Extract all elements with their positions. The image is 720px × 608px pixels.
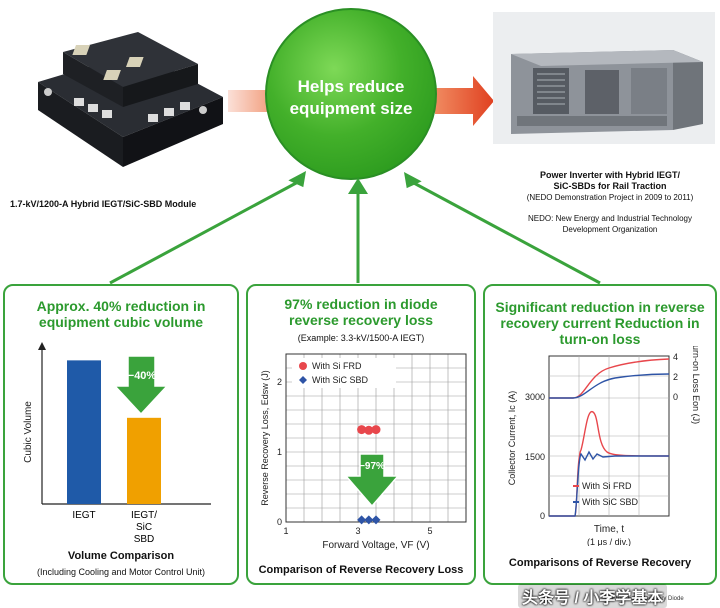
loss-xlabel: Forward Voltage, VF (V) [322, 540, 429, 551]
watermark: 头条号 / 小李学基本 [518, 584, 668, 608]
panel-volume: Approx. 40% reduction in equipment cubic… [3, 284, 239, 585]
volume-cat-iegt: IEGT [72, 510, 95, 521]
volume-subcaption: (Including Cooling and Motor Control Uni… [36, 567, 206, 577]
current-xunit: (1 μs / div.) [587, 537, 631, 546]
eon-tick-0: 0 [673, 392, 678, 402]
hub-text: Helps reduce equipment size [289, 77, 413, 118]
inverter-project: (NEDO Demonstration Project in 2009 to 2… [526, 193, 694, 202]
loss-ytick: 1 [277, 447, 282, 457]
eon-curve-sic [549, 373, 670, 399]
inverter-note: NEDO: New Energy and Industrial Technolo… [528, 214, 692, 234]
current-ylabel: Collector Current, Ic (A) [507, 391, 517, 486]
legend-si-marker [299, 362, 307, 370]
bar-iegt [67, 360, 101, 504]
current-tick-0: 0 [540, 511, 545, 521]
current-legend-sic: With SiC SBD [582, 497, 639, 507]
reduction-arrow-1 [113, 355, 169, 416]
point-si-frd [371, 425, 381, 435]
current-caption: Comparisons of Reverse Recovery [508, 557, 692, 569]
point-sic-sbd [371, 515, 381, 525]
eon-curve-si [549, 358, 670, 399]
current-legend-si: With Si FRD [582, 481, 632, 491]
volume-caption: Volume Comparison [67, 550, 175, 562]
eon-tick-2: 2 [673, 372, 678, 382]
footnote: FRD: Fast Recovery Diode [612, 596, 684, 602]
hub-circle: Helps reduce equipment size [265, 8, 437, 180]
point-sic-sbd [364, 515, 374, 525]
loss-xtick: 3 [355, 526, 360, 536]
panel-loss-example: (Example: 3.3-kV/1500-A IEGT) [297, 333, 425, 343]
current-curve-sic [549, 450, 669, 517]
current-tick-1500: 1500 [525, 452, 545, 462]
loss-reduction-label: −97% [359, 461, 385, 472]
loss-caption: Comparison of Reverse Recovery Loss [258, 564, 464, 576]
inverter-text: Power Inverter with Hybrid IEGT/ SiC-SBD… [505, 170, 715, 235]
current-xlabel: Time, t [594, 524, 624, 535]
loss-ytick: 0 [277, 517, 282, 527]
panel-current-title: Significant reduction in reverse recover… [495, 299, 705, 347]
current-chart: 3000 1500 0 4 2 0 Collector Current, Ic … [507, 346, 701, 546]
horizontal-arrows [228, 76, 494, 126]
loss-ytick: 2 [277, 377, 282, 387]
module-photo [18, 12, 228, 180]
point-si-frd [364, 425, 374, 435]
volume-reduction-label: −40% [128, 370, 157, 382]
inverter-photo [493, 12, 715, 144]
module-caption: 1.7-kV/1200-A Hybrid IEGT/SiC-SBD Module [10, 199, 197, 209]
panel-loss-title: 97% reduction in diode reverse recovery … [284, 296, 438, 328]
loss-xtick: 5 [427, 526, 432, 536]
panel-volume-title: Approx. 40% reduction in equipment cubic… [36, 298, 206, 330]
point-si-frd [357, 425, 367, 435]
panel-recovery-loss: 97% reduction in diode reverse recovery … [246, 284, 476, 585]
volume-ylabel: Cubic Volume [23, 401, 34, 463]
connector-arrows [109, 171, 601, 285]
legend-sic-marker [299, 376, 307, 384]
panel-recovery-current: Significant reduction in reverse recover… [483, 284, 717, 585]
eon-tick-4: 4 [673, 352, 678, 362]
eon-ylabel: Turn-on Loss Eon (J) [691, 346, 701, 424]
inverter-title: Power Inverter with Hybrid IEGT/ SiC-SBD… [539, 170, 681, 191]
point-sic-sbd [357, 515, 367, 525]
bar-hybrid [127, 417, 161, 504]
current-tick-3000: 3000 [525, 392, 545, 402]
legend-sic-label: With SiC SBD [312, 375, 369, 385]
reduction-arrow-2 [344, 453, 400, 508]
loss-ylabel: Reverse Recovery Loss, Edsw (J) [260, 370, 270, 506]
legend-si-label: With Si FRD [312, 361, 362, 371]
loss-xtick: 1 [283, 526, 288, 536]
